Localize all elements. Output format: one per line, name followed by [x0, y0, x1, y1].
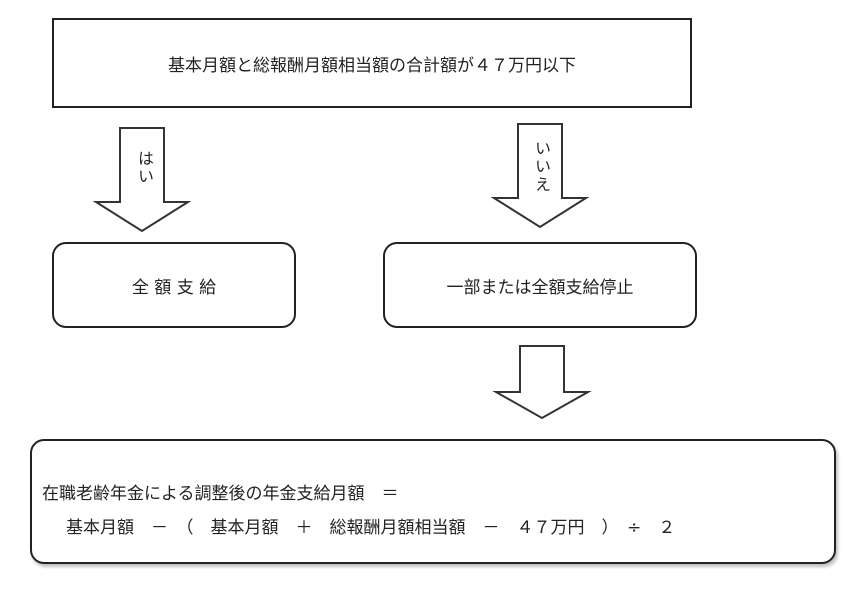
partial-stop-box: 一部または全額支給停止 — [383, 242, 697, 328]
full-payment-box: 全 額 支 給 — [52, 242, 296, 328]
condition-text: 基本月額と総報酬月額相当額の合計額が４７万円以下 — [168, 55, 576, 76]
full-payment-text: 全 額 支 給 — [131, 277, 217, 298]
partial-stop-text: 一部または全額支給停止 — [446, 277, 634, 298]
formula-line1: 在職老齢年金による調整後の年金支給月額 ＝ — [42, 484, 399, 504]
no-arrow-icon — [490, 123, 590, 229]
formula-line2: 基本月額 － （ 基本月額 ＋ 総報酬月額相当額 － ４７万円 ） ÷ ２ — [66, 518, 676, 538]
yes-arrow-icon — [92, 127, 192, 233]
condition-box: 基本月額と総報酬月額相当額の合計額が４７万円以下 — [52, 18, 692, 108]
formula-box: 在職老齢年金による調整後の年金支給月額 ＝ 基本月額 － （ 基本月額 ＋ 総報… — [30, 439, 836, 564]
yes-label: はい — [135, 150, 154, 186]
no-label: いいえ — [532, 140, 551, 194]
down-arrow-icon — [492, 345, 592, 420]
